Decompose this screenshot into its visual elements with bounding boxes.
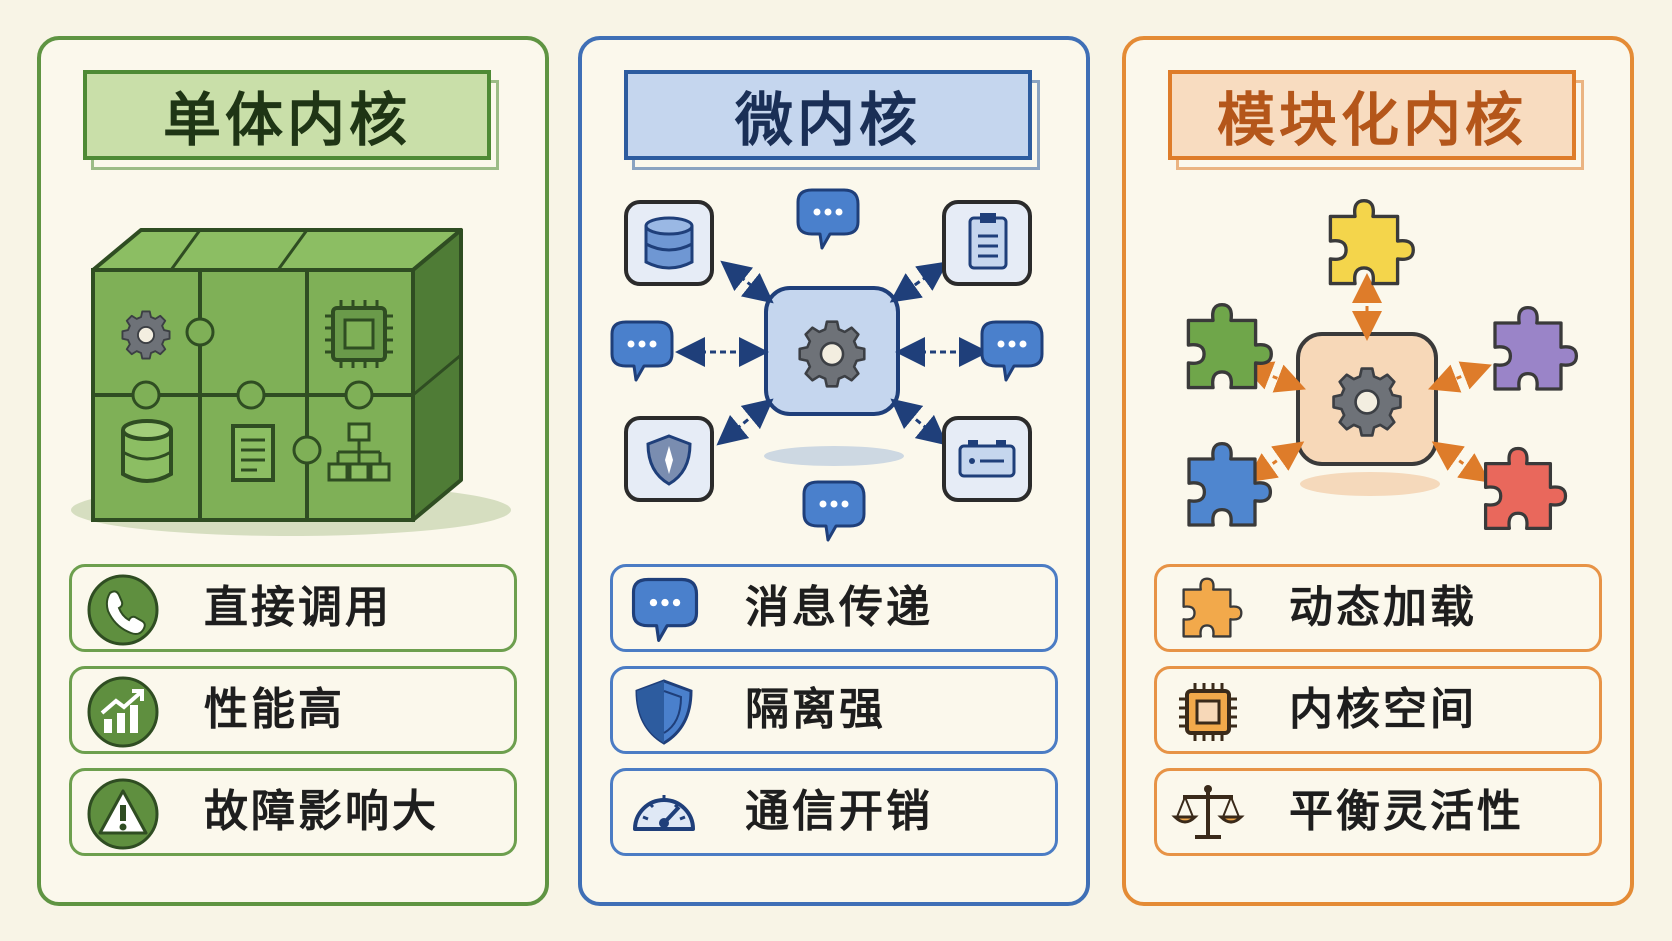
micro-kernel-illustration	[610, 188, 1044, 542]
clipboard-module	[942, 200, 1032, 286]
feature-kernel-space: 内核空间	[1154, 666, 1602, 754]
shield-icon	[646, 434, 692, 486]
feature-message-passing: 消息传递	[610, 564, 1058, 652]
panel-title: 单体内核	[83, 70, 491, 160]
puzzle-icon	[1328, 199, 1415, 286]
puzzle-icon	[1186, 303, 1273, 390]
panel-title: 模块化内核	[1168, 70, 1576, 160]
chip-icon	[325, 300, 393, 368]
monolithic-kernel-panel: 单体内核	[37, 36, 549, 906]
connection-arrows	[1242, 273, 1492, 483]
clipboard-icon	[968, 213, 1008, 270]
puzzle-icon	[1483, 446, 1568, 531]
feature-strong-isolation: 隔离强	[610, 666, 1058, 754]
message-icon	[610, 320, 674, 382]
feature-dynamic-loading: 动态加载	[1154, 564, 1602, 652]
scale-icon	[1171, 785, 1245, 839]
device-icon	[958, 440, 1016, 478]
connection-arrows	[675, 260, 989, 446]
feature-direct-call: 直接调用	[69, 564, 517, 652]
warning-icon	[87, 778, 159, 850]
puzzle-icon	[1187, 441, 1273, 527]
gauge-icon	[633, 795, 695, 831]
feature-label: 直接调用	[204, 582, 392, 633]
hierarchy-icon	[327, 422, 391, 482]
panel-title: 微内核	[624, 70, 1032, 160]
shield-module	[624, 416, 714, 502]
gear-icon	[798, 320, 866, 388]
feature-high-performance: 性能高	[69, 666, 517, 754]
puzzle-icon	[1493, 305, 1579, 391]
puzzle-icon	[1182, 577, 1243, 638]
feature-label: 性能高	[204, 684, 345, 735]
phone-icon	[87, 574, 159, 646]
gear-icon	[121, 310, 171, 360]
micro-kernel-panel: 微内核	[578, 36, 1090, 906]
gear-icon	[1332, 367, 1402, 437]
document-icon	[231, 424, 275, 482]
feature-large-fault-impact: 故障影响大	[69, 768, 517, 856]
message-icon	[980, 320, 1044, 382]
modular-kernel-panel: 模块化内核 动态加载	[1122, 36, 1634, 906]
shield-icon	[635, 679, 693, 745]
feature-communication-overhead: 通信开销	[610, 768, 1058, 856]
monolithic-block-illustration	[71, 228, 511, 536]
chart-up-icon	[87, 676, 159, 748]
message-icon	[802, 480, 866, 542]
block-top	[91, 228, 463, 272]
device-module	[942, 416, 1032, 502]
message-icon	[796, 188, 860, 250]
database-icon	[644, 216, 694, 270]
feature-label: 消息传递	[745, 582, 933, 633]
feature-label: 动态加载	[1289, 582, 1477, 633]
database-icon	[121, 419, 173, 483]
feature-balanced-flexibility: 平衡灵活性	[1154, 768, 1602, 856]
message-icon	[631, 577, 699, 642]
feature-label: 隔离强	[745, 684, 886, 735]
feature-label: 故障影响大	[204, 786, 439, 837]
feature-label: 通信开销	[745, 786, 933, 837]
feature-label: 平衡灵活性	[1289, 786, 1524, 837]
feature-label: 内核空间	[1289, 684, 1477, 735]
modular-kernel-illustration	[1186, 199, 1579, 531]
database-module	[624, 200, 714, 286]
chip-icon	[1179, 683, 1237, 741]
